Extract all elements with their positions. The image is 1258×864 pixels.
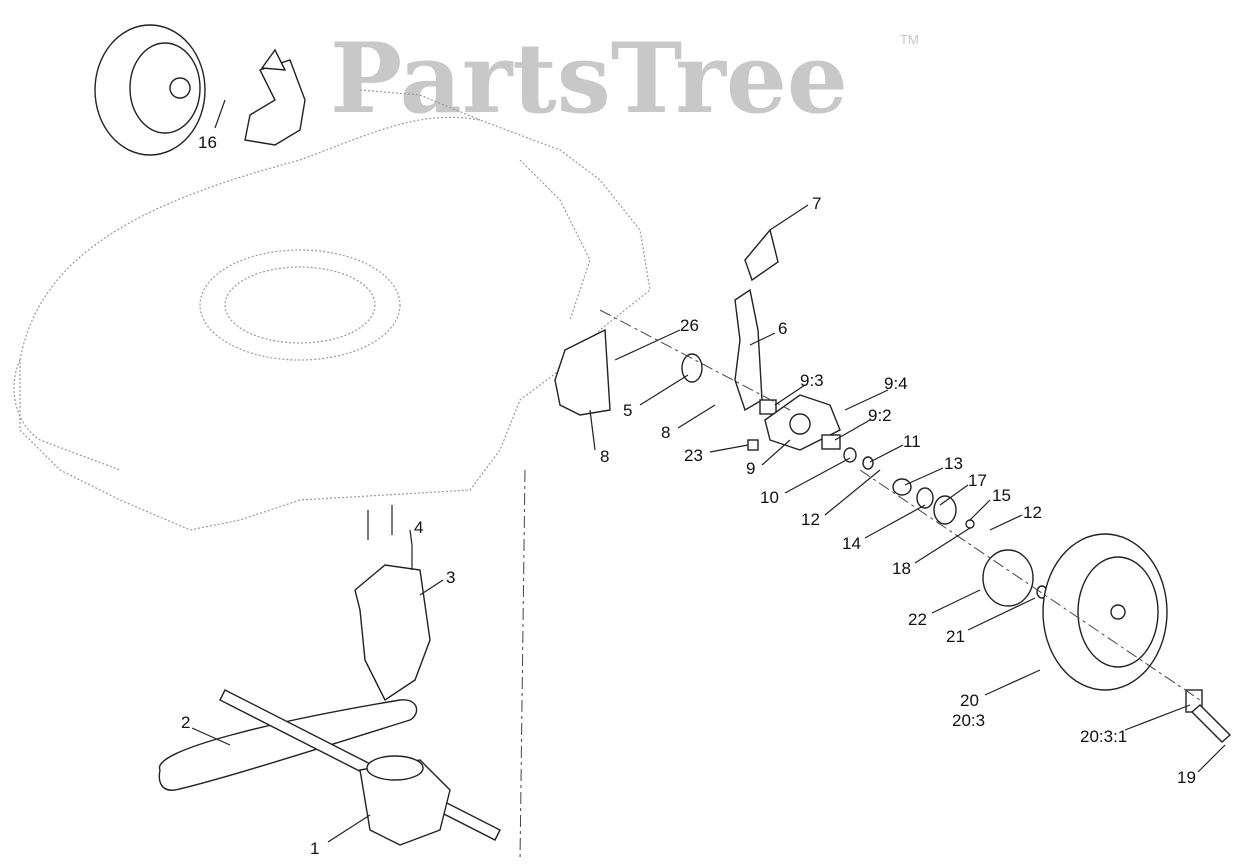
bracket-3 <box>354 505 431 702</box>
callout-labels: 16 7 26 6 9:3 9:4 5 8 9:2 11 23 8 9 13 1… <box>181 133 1196 858</box>
belt-and-transmission <box>158 689 501 846</box>
callout-14: 14 <box>842 534 861 553</box>
rear-wheel-assembly-16 <box>94 24 306 156</box>
callout-20-3-1: 20:3:1 <box>1080 727 1127 746</box>
callout-23: 23 <box>684 446 703 465</box>
callout-3: 3 <box>446 568 455 587</box>
callout-20-3: 20:3 <box>952 711 985 730</box>
callout-13: 13 <box>944 454 963 473</box>
callout-10: 10 <box>760 488 779 507</box>
callout-9-2: 9:2 <box>868 406 892 425</box>
callout-22: 22 <box>908 610 927 629</box>
callout-8-lower: 8 <box>600 447 609 466</box>
callout-20: 20 <box>960 691 979 710</box>
callout-5: 5 <box>623 401 632 420</box>
callout-9-3: 9:3 <box>800 371 824 390</box>
callout-19: 19 <box>1177 768 1196 787</box>
axle-components <box>681 353 1048 607</box>
callout-21: 21 <box>946 627 965 646</box>
leader-lines <box>191 99 1226 843</box>
callout-17: 17 <box>968 471 987 490</box>
mower-deck <box>13 89 651 531</box>
callout-2: 2 <box>181 713 190 732</box>
callout-6: 6 <box>778 319 787 338</box>
callout-12-right: 12 <box>1023 503 1042 522</box>
callout-26: 26 <box>680 316 699 335</box>
front-wheel-20 <box>1042 533 1232 743</box>
callout-9-4: 9:4 <box>884 374 908 393</box>
assembly-line <box>599 309 791 411</box>
callout-15: 15 <box>992 486 1011 505</box>
watermark: PartsTree <box>330 22 848 135</box>
callout-11: 11 <box>903 432 921 451</box>
callout-12: 12 <box>801 510 820 529</box>
callout-4: 4 <box>414 518 423 537</box>
bracket-26 <box>554 328 611 416</box>
callout-18: 18 <box>892 559 911 578</box>
watermark-tm: TM <box>900 32 919 47</box>
callout-1: 1 <box>310 839 319 858</box>
callout-7: 7 <box>812 194 821 213</box>
callout-8: 8 <box>661 423 670 442</box>
callout-16: 16 <box>198 133 217 152</box>
height-lever <box>734 228 779 412</box>
assembly-line <box>519 469 526 861</box>
callout-9: 9 <box>746 459 755 478</box>
